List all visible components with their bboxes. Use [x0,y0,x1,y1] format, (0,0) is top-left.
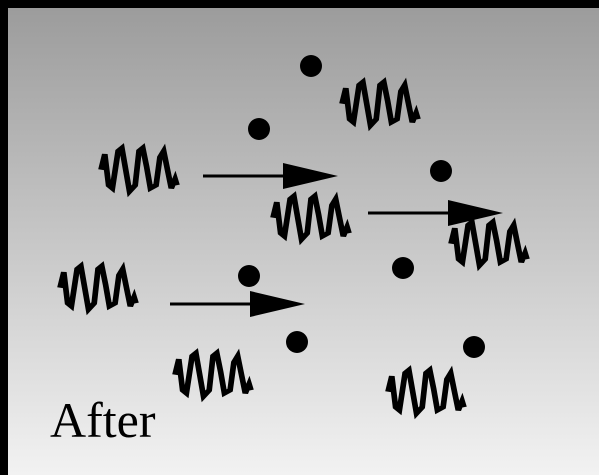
particle-dot [300,55,322,77]
arrow-right-icon [170,291,305,317]
particle-dot [248,118,270,140]
particle-dot [286,331,308,353]
arrow-right-icon [368,200,503,226]
particle-dot [463,336,485,358]
diagram-background [8,8,599,475]
particles [238,55,485,358]
particle-dot [238,265,260,287]
particle-dot [392,257,414,279]
particle-dot [430,160,452,182]
arrow-right-icon [203,163,338,189]
panel-label: After [50,392,156,448]
arrows [170,163,503,317]
